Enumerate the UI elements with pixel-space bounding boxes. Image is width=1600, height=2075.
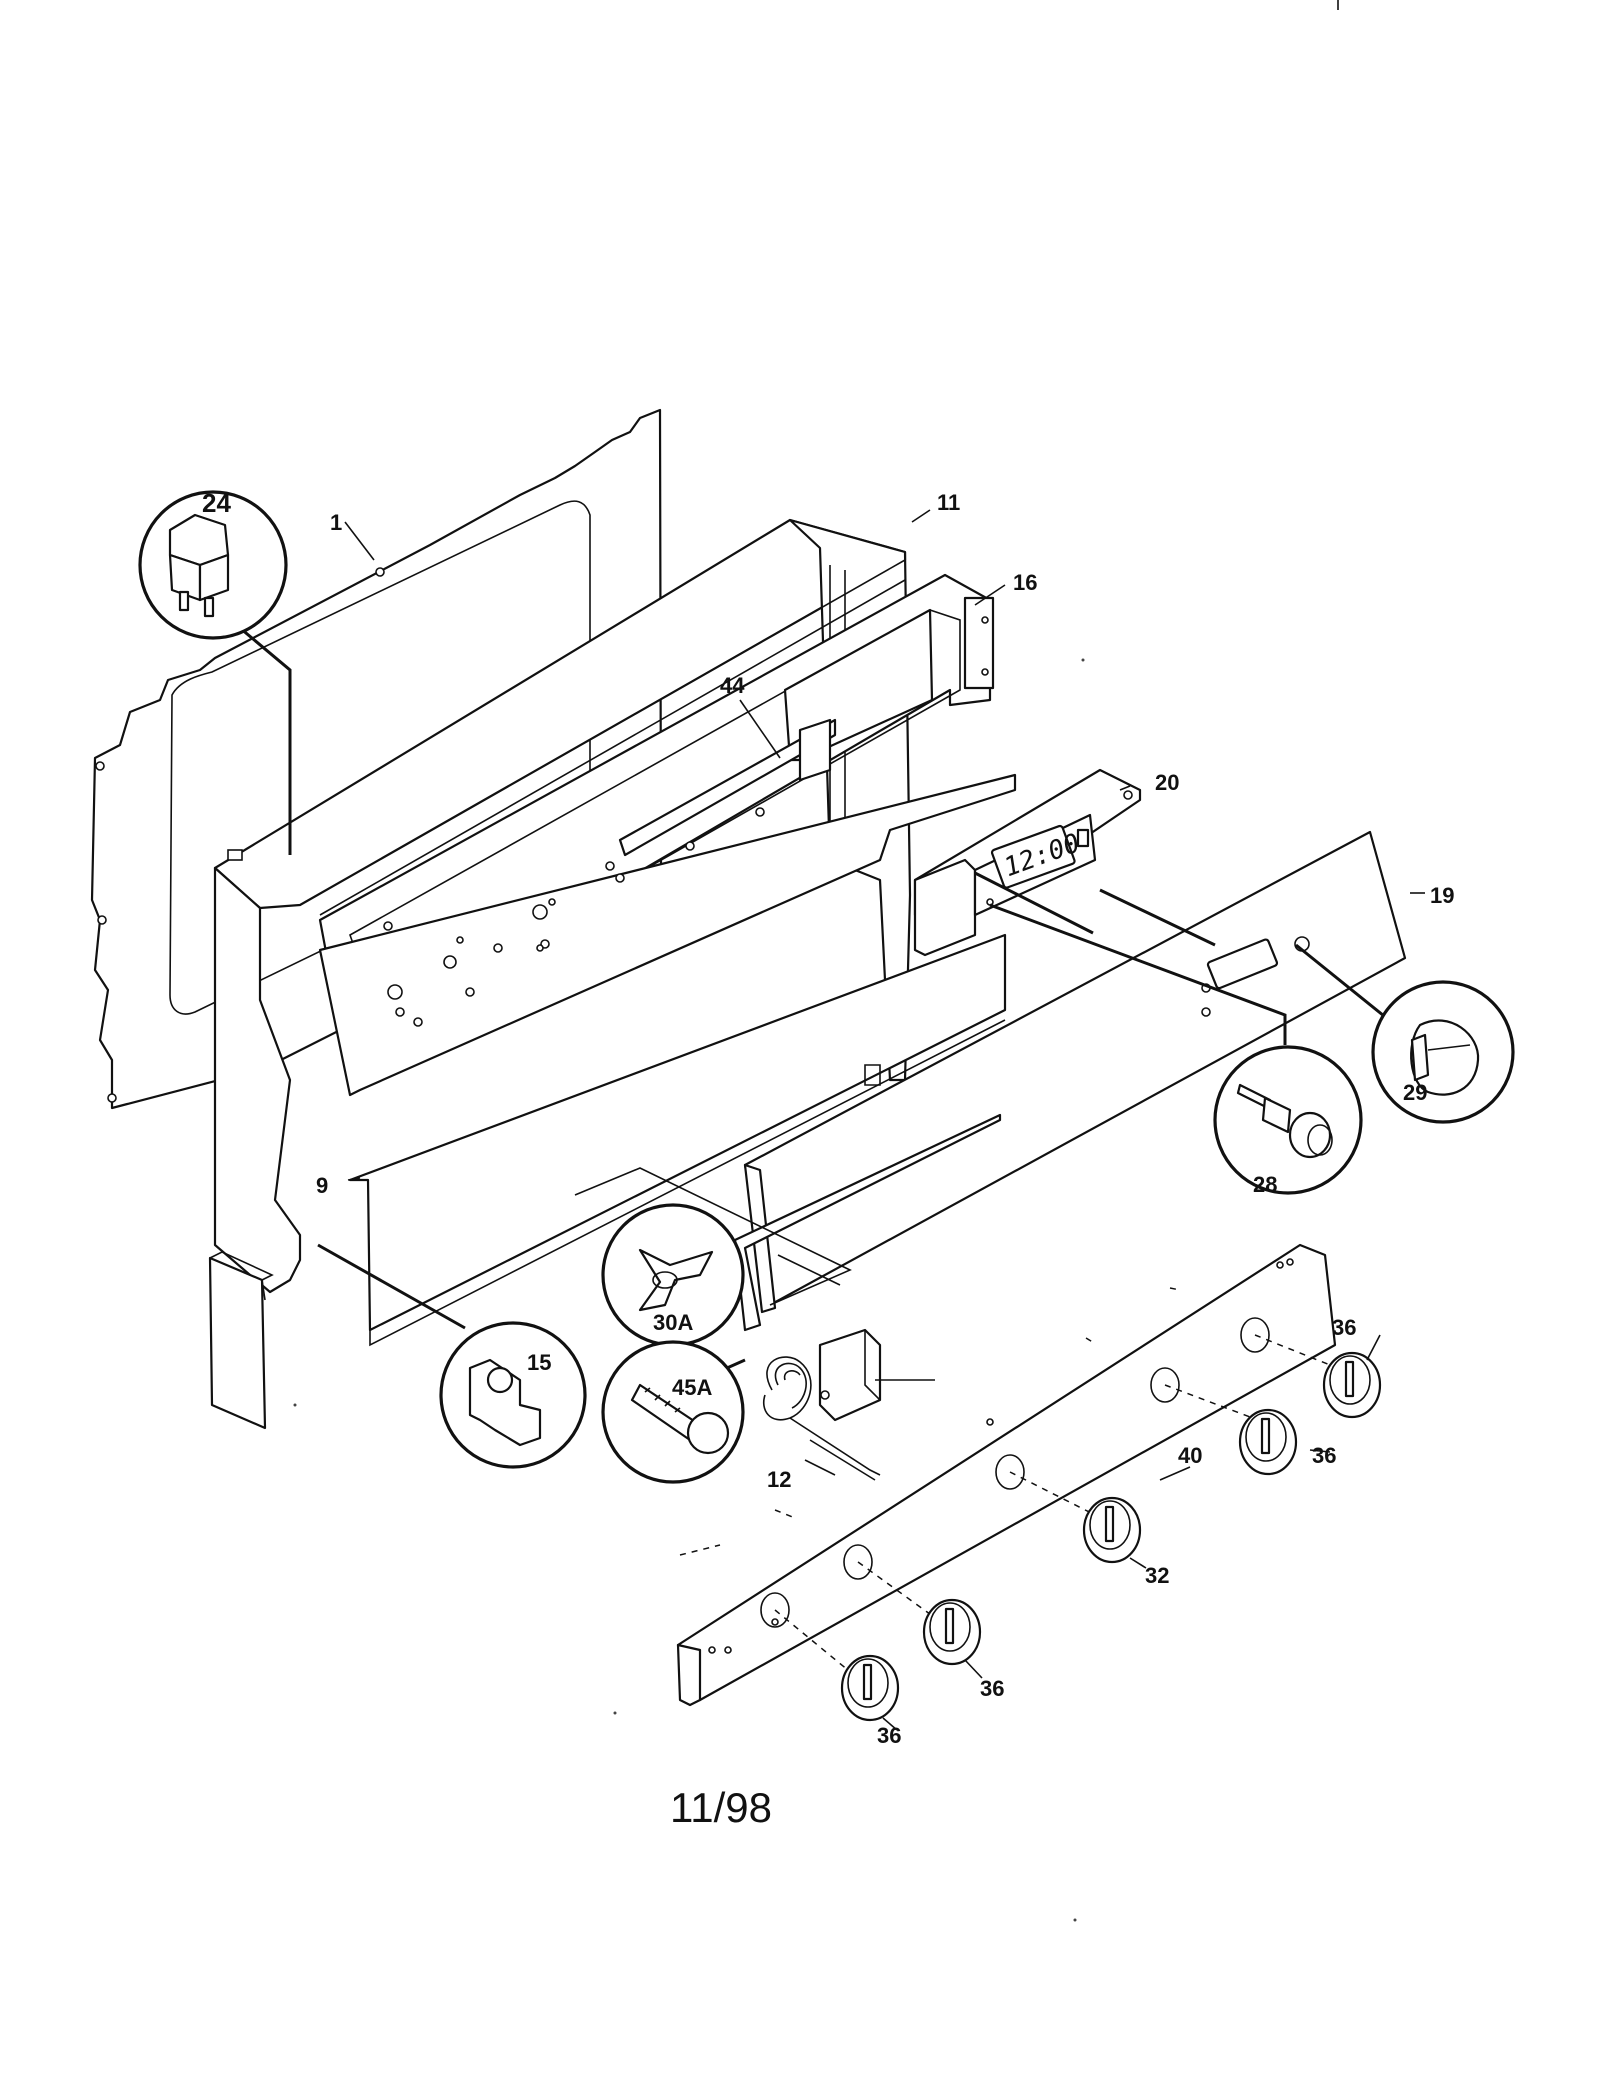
- speck: [1081, 658, 1085, 662]
- callout-24: [138, 490, 288, 640]
- speck: [613, 1711, 617, 1715]
- speck: [1073, 1918, 1077, 1922]
- label-part-36-d: 36: [877, 1723, 901, 1748]
- label-part-20: 20: [1155, 770, 1179, 795]
- filler-block: [208, 1251, 274, 1430]
- knob-backplate-part-40: [676, 1243, 1337, 1707]
- label-part-32: 32: [1145, 1563, 1169, 1588]
- label-part-24: 24: [202, 488, 231, 518]
- callout-30A: [601, 1203, 745, 1347]
- label-part-45A: 45A: [672, 1375, 712, 1400]
- label-part-36-c: 36: [980, 1676, 1004, 1701]
- knob-32: [1082, 1496, 1142, 1564]
- thermostat-part-12: [763, 1328, 935, 1481]
- knob-36-d: [1322, 1351, 1382, 1419]
- part-labels: 1 9 11 12 15 16 19 20 24 28 29 30A 32 36…: [202, 488, 1454, 1748]
- front-lower-panel-part-9: [348, 933, 1007, 1332]
- side-bracket: [574, 1113, 1002, 1332]
- label-part-30A: 30A: [653, 1310, 693, 1335]
- trim-strip-part-44: [618, 718, 837, 857]
- callout-29: [1371, 980, 1515, 1124]
- speck: [293, 1403, 297, 1407]
- label-part-1: 1: [330, 510, 342, 535]
- label-part-29: 29: [1403, 1080, 1427, 1105]
- knob-36-c: [1238, 1408, 1298, 1476]
- label-part-16: 16: [1013, 570, 1037, 595]
- knob-36-a: [840, 1654, 900, 1722]
- label-part-11: 11: [937, 490, 960, 515]
- callout-28: [1213, 1045, 1363, 1195]
- label-part-9: 9: [316, 1173, 328, 1198]
- control-bracket: [318, 773, 1017, 1097]
- callout-45A: [601, 1340, 745, 1484]
- label-part-28: 28: [1253, 1172, 1277, 1197]
- label-part-40: 40: [1178, 1443, 1202, 1468]
- callout-15: [439, 1321, 587, 1469]
- label-part-12: 12: [767, 1467, 791, 1492]
- date-code: 11/98: [670, 1784, 772, 1831]
- label-part-15: 15: [527, 1350, 551, 1375]
- label-part-19: 19: [1430, 883, 1454, 908]
- label-part-44: 44: [720, 673, 745, 698]
- label-part-36-a: 36: [1332, 1315, 1356, 1340]
- knob-36-b: [922, 1598, 982, 1666]
- label-part-36-b: 36: [1312, 1443, 1336, 1468]
